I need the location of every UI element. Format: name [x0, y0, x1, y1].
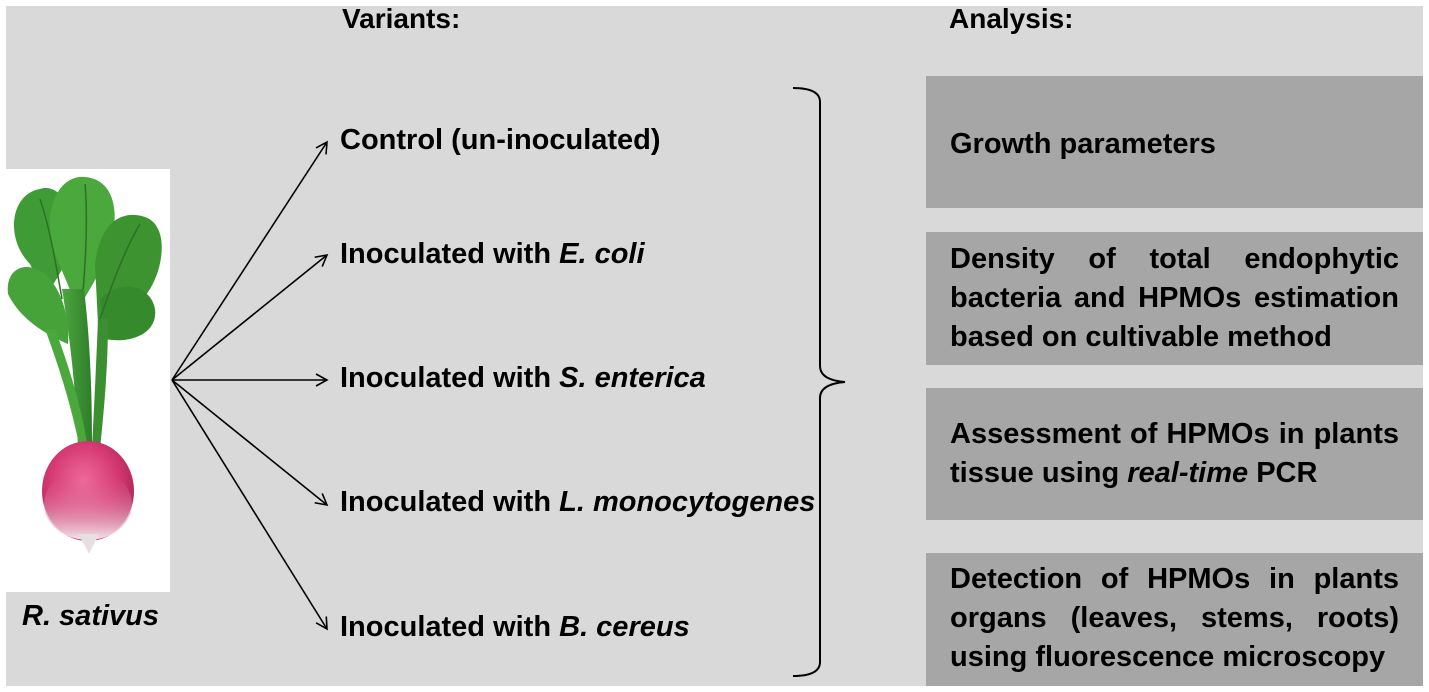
arrow-lmonocytogenes	[171, 379, 329, 507]
variant-control: Control (un-inoculated)	[340, 124, 661, 156]
grouping-brace	[792, 87, 846, 677]
arrow-ecoli	[171, 253, 329, 381]
arrow-bcereus	[171, 379, 328, 631]
analysis-box-density: Density of total endophytic bacteria and…	[926, 232, 1423, 365]
analysis-box-growth: Growth parameters	[926, 76, 1423, 208]
variants-heading: Variants:	[342, 3, 461, 34]
radish-plant-image	[7, 176, 162, 554]
analysis-text-density: Density of total endophytic bacteria and…	[950, 243, 1399, 353]
analysis-text-pcr: Assessment of HPMOs in plants tissue usi…	[950, 418, 1399, 489]
variant-e-coli: Inoculated with E. coli	[340, 238, 645, 270]
analysis-box-microscopy: Detection of HPMOs in plants organs (lea…	[926, 553, 1423, 686]
species-label: R. sativus	[22, 600, 159, 632]
variant-b-cereus: Inoculated with B. cereus	[340, 611, 690, 643]
analysis-text-growth: Growth parameters	[950, 128, 1216, 160]
analysis-text-microscopy: Detection of HPMOs in plants organs (lea…	[950, 563, 1399, 673]
arrow-control	[171, 140, 328, 381]
plant-image-frame	[0, 169, 170, 592]
analysis-box-pcr: Assessment of HPMOs in plants tissue usi…	[926, 388, 1423, 520]
variant-s-enterica: Inoculated with S. enterica	[340, 362, 706, 394]
analysis-heading: Analysis:	[949, 3, 1074, 34]
variant-l-monocytogenes: Inoculated with L. monocytogenes	[340, 486, 816, 518]
